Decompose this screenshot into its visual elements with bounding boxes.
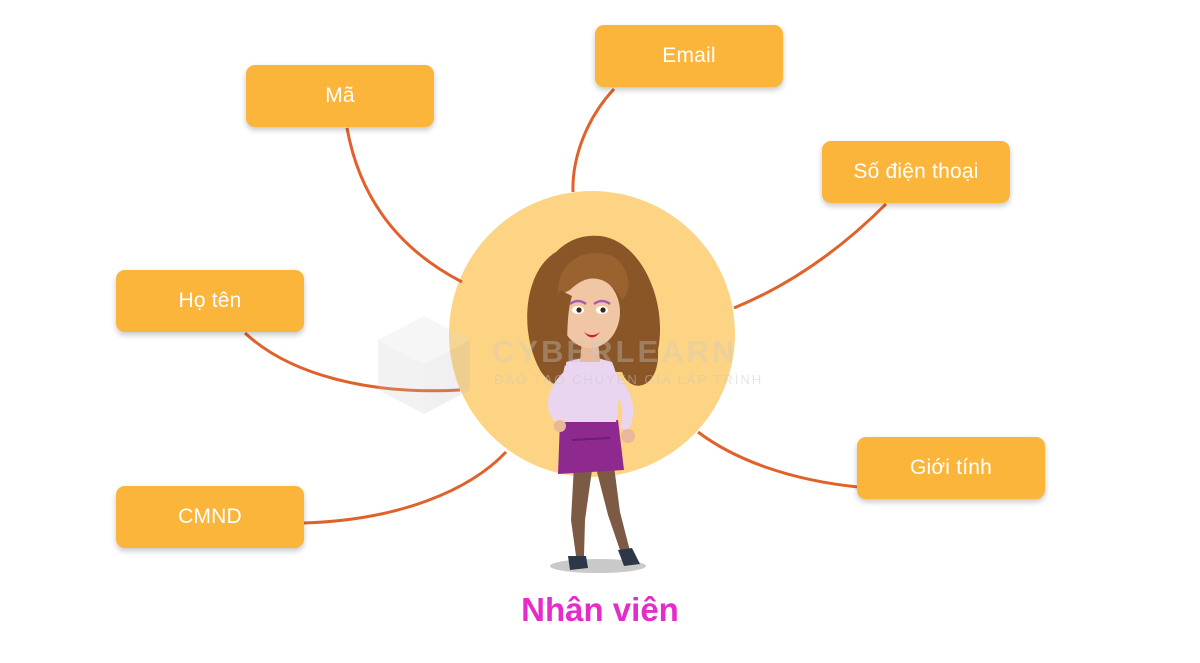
node-email: Email bbox=[595, 25, 783, 87]
center-title: Nhân viên bbox=[521, 591, 679, 628]
watermark-logo bbox=[378, 316, 470, 414]
node-ho-ten: Họ tên bbox=[116, 270, 304, 332]
node-label: Giới tính bbox=[909, 456, 993, 479]
watermark-brand: CYBERLEARN bbox=[492, 334, 738, 369]
node-label: Mã bbox=[325, 84, 355, 107]
node-ma: Mã bbox=[246, 65, 434, 127]
node-cmnd: CMND bbox=[116, 486, 304, 548]
connector-ho-ten bbox=[243, 331, 461, 393]
connector-so-dien-thoai bbox=[733, 202, 888, 310]
connector-ma bbox=[345, 127, 463, 284]
node-so-dien-thoai: Số điện thoại bbox=[822, 141, 1010, 203]
node-label: Số điện thoại bbox=[853, 160, 979, 183]
node-gioi-tinh: Giới tính bbox=[857, 437, 1045, 499]
connector-email bbox=[571, 87, 616, 193]
node-label: Email bbox=[662, 44, 716, 67]
node-label: CMND bbox=[178, 505, 242, 528]
employee-character bbox=[527, 235, 661, 573]
connector-gioi-tinh bbox=[697, 430, 859, 489]
node-label: Họ tên bbox=[178, 289, 242, 312]
watermark-tagline: ĐÀO TẠO CHUYÊN GIA LẬP TRÌNH bbox=[494, 372, 764, 387]
connector-cmnd bbox=[303, 450, 508, 525]
